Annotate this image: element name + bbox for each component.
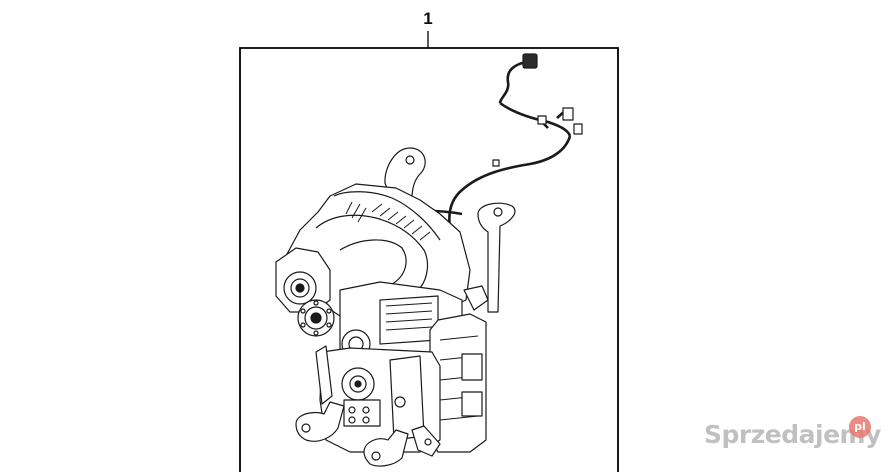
transmission-assembly xyxy=(275,53,583,467)
lower-gear-cover xyxy=(341,367,375,401)
output-flange xyxy=(297,299,335,337)
left-cover xyxy=(275,247,331,313)
harness-connector xyxy=(492,53,583,167)
watermark-badge: pl xyxy=(849,416,871,438)
fitting-cluster xyxy=(343,399,381,427)
side-arm xyxy=(315,345,333,405)
assembly-frame xyxy=(239,47,619,472)
mount-bracket-right xyxy=(477,202,516,313)
housing-ribs xyxy=(345,201,431,241)
callout-number: 1 xyxy=(423,9,433,28)
